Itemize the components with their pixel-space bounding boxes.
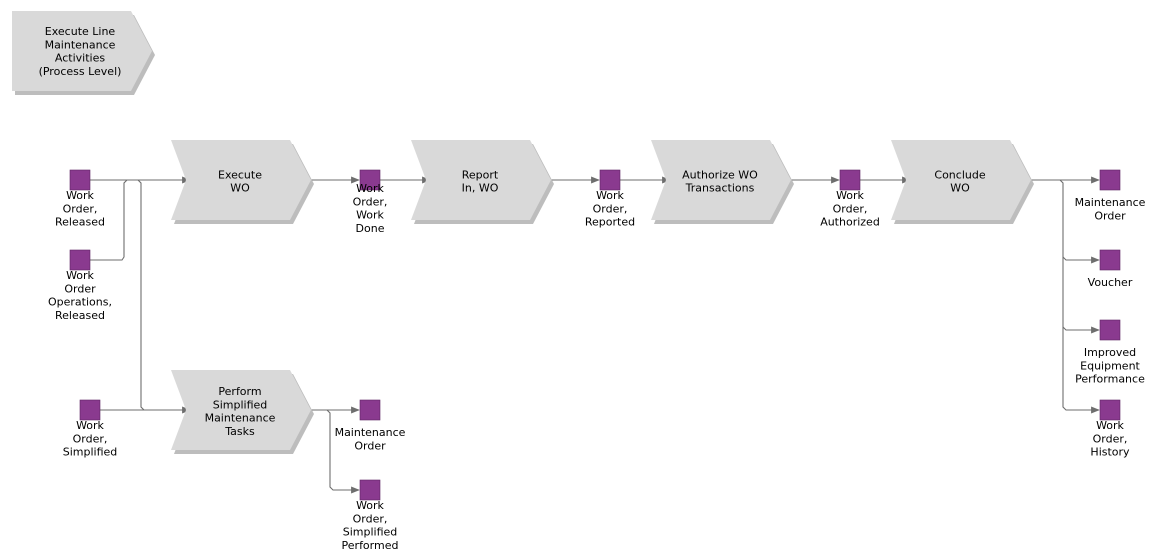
connector-perform-to-simplified-performed <box>326 409 360 494</box>
connector-ops-released-merge <box>90 179 128 261</box>
connector-conclude-to-history <box>1059 179 1100 414</box>
object-voucher-label: Voucher <box>1088 276 1133 289</box>
connector-conclude-to-voucher <box>1062 256 1100 264</box>
connector-branch-to-perform <box>137 179 191 414</box>
connector-conclude-to-improved <box>1062 326 1100 334</box>
object-voucher[interactable]: Voucher <box>1088 249 1133 289</box>
